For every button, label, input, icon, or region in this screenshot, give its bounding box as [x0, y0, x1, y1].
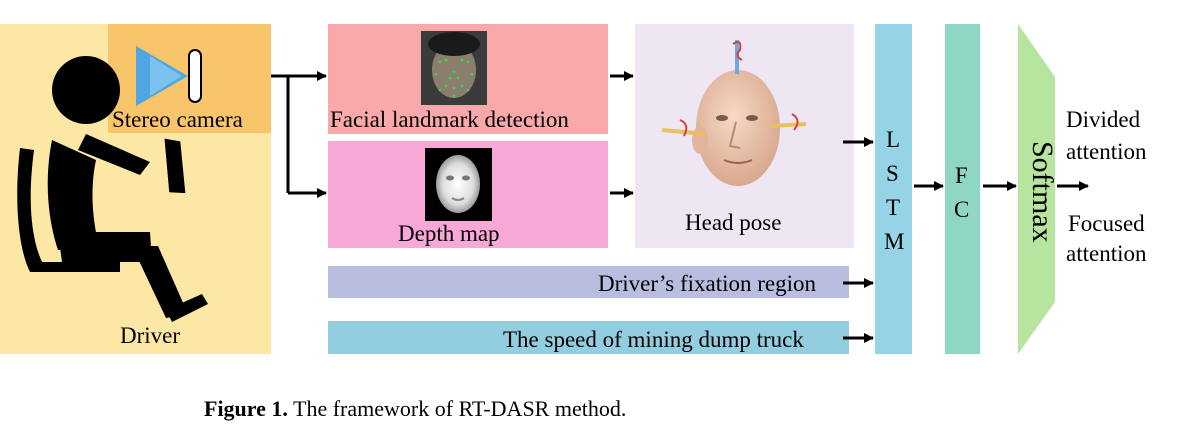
output-focused-line2: attention	[1066, 241, 1147, 266]
stereo-camera-icon	[136, 46, 202, 106]
fc-letter: C	[954, 197, 970, 222]
output-divided-line1: Divided	[1066, 107, 1141, 132]
face-photo-thumbnail	[421, 31, 487, 105]
lstm-letter: T	[886, 195, 901, 220]
head-pose-label: Head pose	[685, 210, 782, 235]
softmax-label: Softmax	[1026, 141, 1059, 243]
dump-truck-speed-label: The speed of mining dump truck	[503, 327, 804, 352]
softmax-block	[1018, 24, 1055, 354]
figure-caption-label: Figure 1.	[204, 396, 288, 421]
figure-caption-text: The framework of RT-DASR method.	[293, 396, 627, 421]
fixation-region-label: Driver’s fixation region	[598, 271, 817, 296]
stereo-camera-label: Stereo camera	[112, 107, 243, 132]
lstm-block	[875, 24, 912, 354]
fc-letter: F	[955, 163, 968, 188]
lstm-letter: L	[886, 127, 901, 152]
fixation-region-bar	[328, 266, 849, 298]
fc-block	[945, 24, 980, 354]
lstm-letter: S	[886, 161, 899, 186]
facial-landmark-label: Facial landmark detection	[330, 107, 569, 132]
figure-caption: Figure 1. The framework of RT-DASR metho…	[204, 398, 626, 420]
head-pose-icon	[661, 40, 807, 186]
output-divided-line2: attention	[1066, 139, 1147, 164]
driver-icon	[17, 56, 208, 322]
depth-map-label: Depth map	[398, 221, 500, 246]
dump-truck-speed-bar	[328, 321, 849, 354]
depth-map-thumbnail	[425, 148, 492, 221]
lstm-letter: M	[884, 229, 905, 254]
driver-label: Driver	[120, 323, 181, 348]
output-focused-line1: Focused	[1068, 211, 1145, 236]
connector-arrows	[271, 71, 1089, 343]
